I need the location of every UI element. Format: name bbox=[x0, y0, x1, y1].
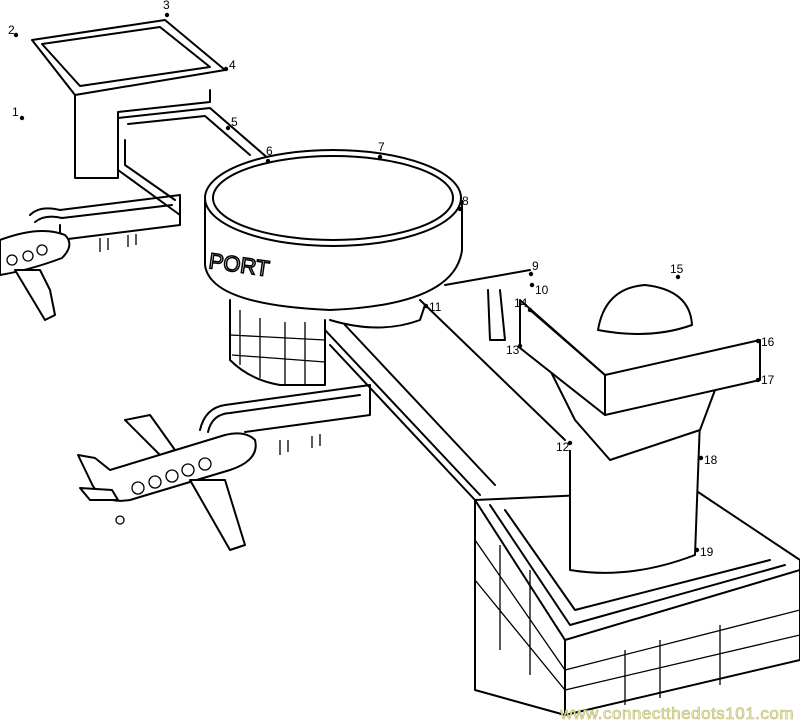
dot-7 bbox=[377, 154, 383, 160]
upper-jetway bbox=[29, 194, 181, 252]
dot-10 bbox=[529, 282, 535, 288]
dot-14 bbox=[527, 307, 533, 313]
dot-2 bbox=[13, 32, 19, 38]
dot-label-16: 16 bbox=[761, 335, 775, 349]
dot-11 bbox=[423, 303, 429, 309]
dot-label-18: 18 bbox=[704, 453, 718, 467]
dot-label-15: 15 bbox=[670, 262, 684, 276]
dot-label-2: 2 bbox=[8, 23, 15, 37]
dot-12 bbox=[567, 440, 573, 446]
dot-label-17: 17 bbox=[761, 373, 775, 387]
dot-4 bbox=[223, 66, 229, 72]
dot-label-4: 4 bbox=[229, 58, 236, 72]
dot-label-6: 6 bbox=[266, 144, 273, 158]
dot-16 bbox=[755, 338, 761, 344]
dot-8 bbox=[457, 206, 463, 212]
dot-15 bbox=[675, 274, 681, 280]
dot-label-14: 14 bbox=[514, 296, 528, 310]
upper-walkway bbox=[117, 107, 271, 216]
dot-label-9: 9 bbox=[532, 259, 539, 273]
dot-label-13: 13 bbox=[506, 343, 520, 357]
dot-label-11: 11 bbox=[429, 300, 442, 314]
upper-airplane bbox=[0, 230, 71, 321]
dot-label-12: 12 bbox=[556, 440, 570, 454]
dot-3 bbox=[164, 12, 170, 18]
dot-label-3: 3 bbox=[163, 0, 170, 12]
left-tower-block bbox=[31, 19, 226, 179]
dot-6 bbox=[265, 158, 271, 164]
watermark: www.connectthedots101.com bbox=[560, 704, 794, 724]
dot-label-5: 5 bbox=[231, 115, 238, 129]
dot-17 bbox=[755, 377, 761, 383]
dot-5 bbox=[225, 125, 231, 131]
dot-label-19: 19 bbox=[700, 545, 714, 559]
lower-airplane bbox=[77, 414, 257, 551]
dot-label-8: 8 bbox=[462, 194, 469, 208]
dot-19 bbox=[694, 547, 700, 553]
dot-18 bbox=[698, 455, 704, 461]
dot-9 bbox=[528, 271, 534, 277]
dot-label-7: 7 bbox=[378, 140, 385, 154]
dot-label-10: 10 bbox=[535, 283, 549, 297]
dot-1 bbox=[19, 115, 25, 121]
dot-13 bbox=[517, 343, 523, 349]
dot-label-1: 1 bbox=[12, 105, 19, 119]
control-tower bbox=[474, 284, 800, 716]
central-rotunda: PORT bbox=[204, 149, 463, 386]
lower-jetway bbox=[199, 384, 371, 455]
